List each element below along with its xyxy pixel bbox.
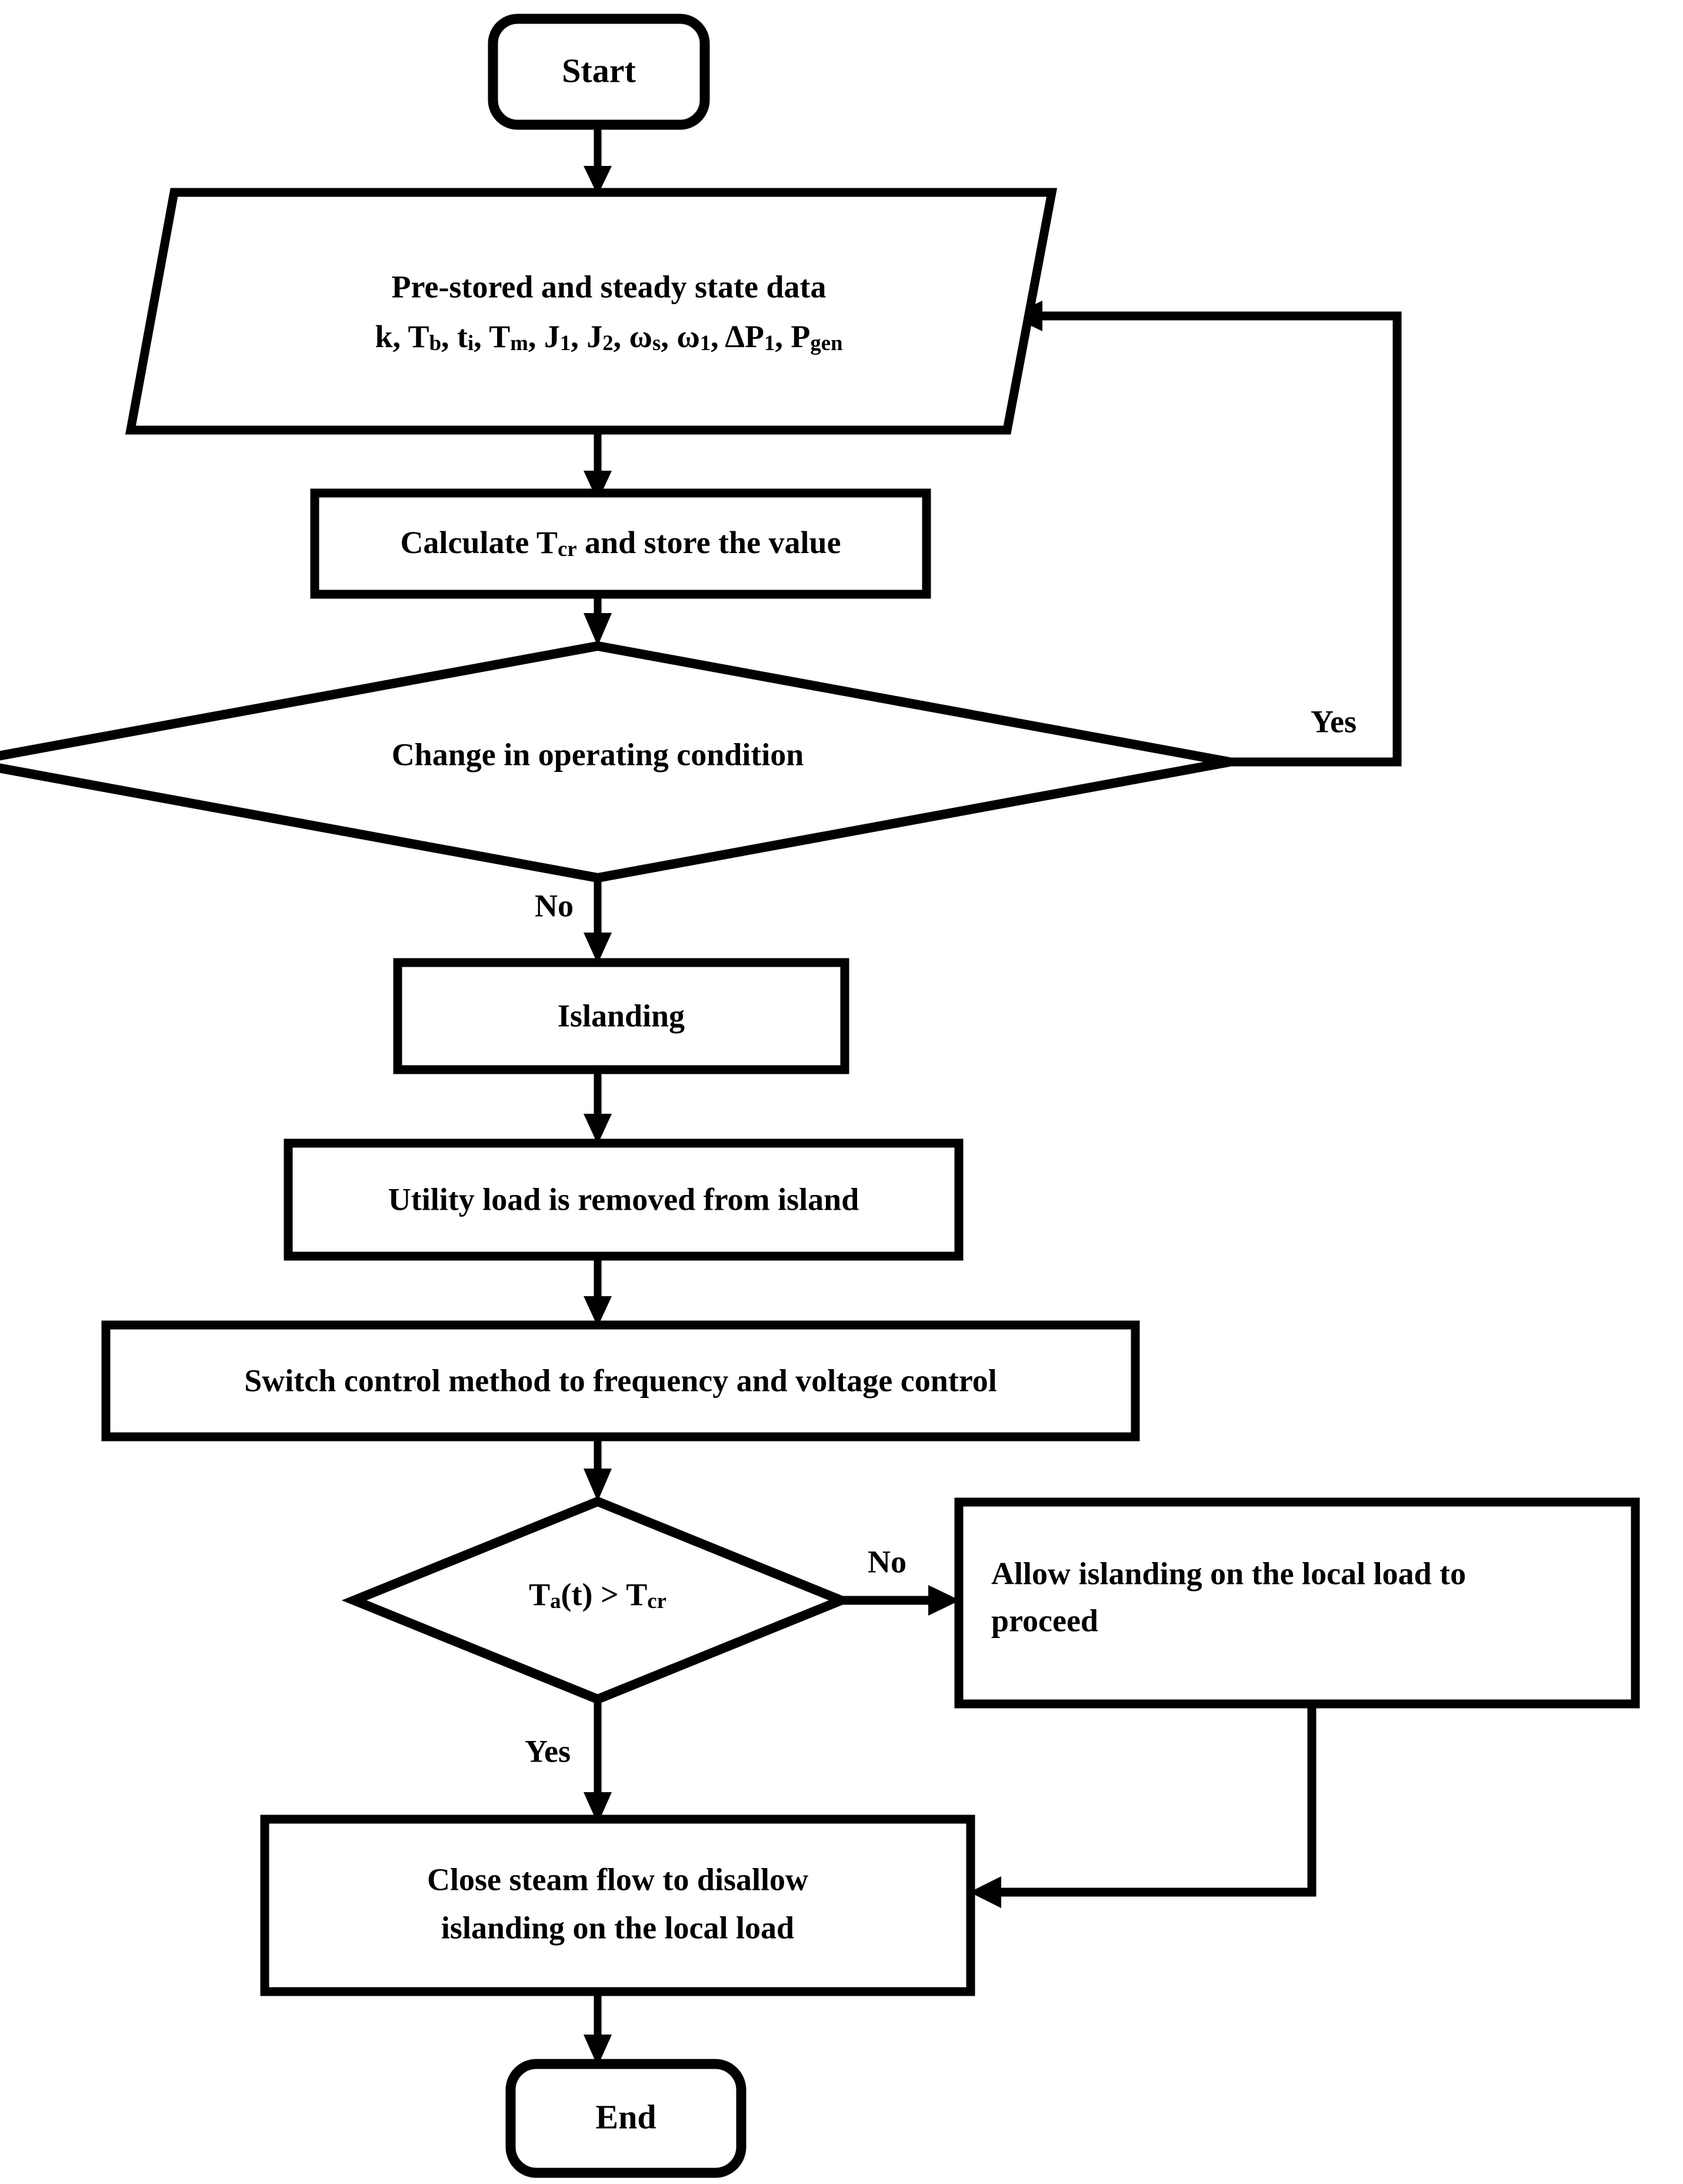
node-close-steam-line1: Close steam flow to disallow [427, 1862, 808, 1897]
connector-data-to-calculate [584, 432, 612, 501]
node-decision-change-condition-label: Change in operating condition [392, 737, 804, 772]
node-decision-temp-check[interactable]: Ta(t) > Tcr [341, 1496, 854, 1704]
node-calculate-tcr-label: Calculate Tcr and store the value [400, 525, 841, 560]
node-allow-islanding-line2: proceed [991, 1603, 1098, 1638]
edge-label-change-condition-no: No [535, 888, 574, 923]
node-calculate-tcr[interactable]: Calculate Tcr and store the value [310, 488, 931, 599]
node-data-input-line1: Pre-stored and steady state data [392, 269, 826, 304]
connector-switch-to-decision2 [584, 1436, 612, 1502]
connector-decision2-yes-to-close [584, 1699, 612, 1824]
node-switch-control[interactable]: Switch control method to frequency and v… [101, 1320, 1140, 1441]
connector-decision1-no-to-islanding [584, 878, 612, 964]
node-switch-control-label: Switch control method to frequency and v… [244, 1363, 997, 1398]
node-start[interactable]: Start [488, 14, 710, 130]
node-utility-load[interactable]: Utility load is removed from island [284, 1138, 964, 1261]
node-data-input[interactable]: Pre-stored and steady state data k, Tb, … [125, 188, 1058, 435]
node-utility-load-label: Utility load is removed from island [388, 1181, 859, 1217]
node-decision-temp-check-label: Ta(t) > Tcr [529, 1577, 666, 1612]
connector-islanding-to-utility [584, 1070, 612, 1144]
node-allow-islanding-line1: Allow islanding on the local load to [991, 1556, 1466, 1591]
edge-label-temp-check-no: No [868, 1544, 907, 1579]
connector-start-to-data [584, 124, 612, 195]
connector-close-to-end [584, 1992, 612, 2066]
node-islanding-label: Islanding [558, 998, 685, 1033]
node-start-label: Start [562, 51, 636, 89]
edge-label-temp-check-yes: Yes [525, 1733, 571, 1769]
node-allow-islanding[interactable]: Allow islanding on the local load to pro… [954, 1497, 1640, 1709]
connector-decision1-yes-loop [1011, 301, 1402, 767]
node-close-steam-line2: islanding on the local load [441, 1910, 794, 1945]
node-islanding[interactable]: Islanding [393, 958, 849, 1074]
node-decision-change-condition[interactable]: Change in operating condition [0, 641, 1231, 883]
connector-calculate-to-decision1 [584, 594, 612, 646]
node-end[interactable]: End [505, 2059, 746, 2178]
node-data-input-line2: k, Tb, ti, Tm, J1, J2, ωs, ω1, ΔP1, Pgen [375, 319, 843, 354]
connector-decision2-no-to-allow [841, 1585, 960, 1616]
edge-label-change-condition-yes: Yes [1311, 704, 1357, 739]
node-end-label: End [595, 2098, 656, 2136]
connector-utility-to-switch [584, 1255, 612, 1327]
node-close-steam[interactable]: Close steam flow to disallow islanding o… [260, 1815, 975, 1996]
connector-allow-to-close [969, 1704, 1317, 1908]
